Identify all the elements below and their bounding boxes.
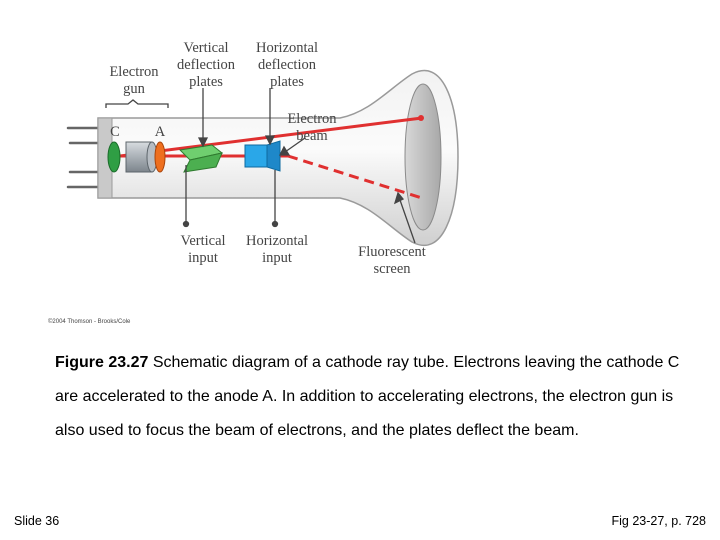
figure-caption: Figure 23.27 Schematic diagram of a cath…: [55, 346, 695, 448]
label-vertical-plates-1: Vertical: [183, 40, 228, 56]
deflected-beam: [287, 154, 423, 200]
horizontal-deflection-plates: [244, 144, 268, 168]
label-horizontal-input-1: Horizontal: [246, 233, 308, 249]
fluorescent-screen-face: [404, 83, 442, 231]
label-vertical-input-2: input: [188, 250, 218, 266]
cathode-ray-tube-diagram: Vertical deflection plates Horizontal de…: [66, 40, 459, 277]
label-horizontal-input-2: input: [262, 250, 292, 266]
label-anode: A: [155, 124, 166, 140]
label-fluorescent-screen-2: screen: [373, 261, 411, 277]
caption-text: Schematic diagram of a cathode ray tube.…: [55, 354, 680, 439]
beam-spot-top: [418, 115, 424, 121]
cathode: [107, 141, 121, 173]
label-horizontal-plates-2: deflection: [258, 57, 317, 73]
connector-pins: [66, 126, 100, 189]
figure-label: Figure 23.27: [55, 354, 149, 371]
label-fluorescent-screen-1: Fluorescent: [358, 244, 426, 260]
label-electron-beam-1: Electron: [287, 111, 337, 127]
electron-gun-brace: [105, 99, 169, 108]
figure-reference: Fig 23-27, p. 728: [611, 514, 706, 528]
leader-lines: [182, 88, 416, 244]
anode: [154, 141, 166, 173]
slide-number: Slide 36: [14, 514, 60, 528]
label-vertical-plates-3: plates: [189, 74, 223, 90]
label-vertical-plates-2: deflection: [177, 57, 236, 73]
label-cathode: C: [110, 124, 120, 140]
copyright-notice: ©2004 Thomson - Brooks/Cole: [48, 319, 131, 325]
label-horizontal-plates-3: plates: [270, 74, 304, 90]
label-electron-gun-1: Electron: [109, 64, 159, 80]
label-electron-gun-2: gun: [123, 81, 146, 97]
label-electron-beam-2: beam: [296, 128, 328, 144]
label-vertical-input-1: Vertical: [180, 233, 225, 249]
label-horizontal-plates-1: Horizontal: [256, 40, 318, 56]
